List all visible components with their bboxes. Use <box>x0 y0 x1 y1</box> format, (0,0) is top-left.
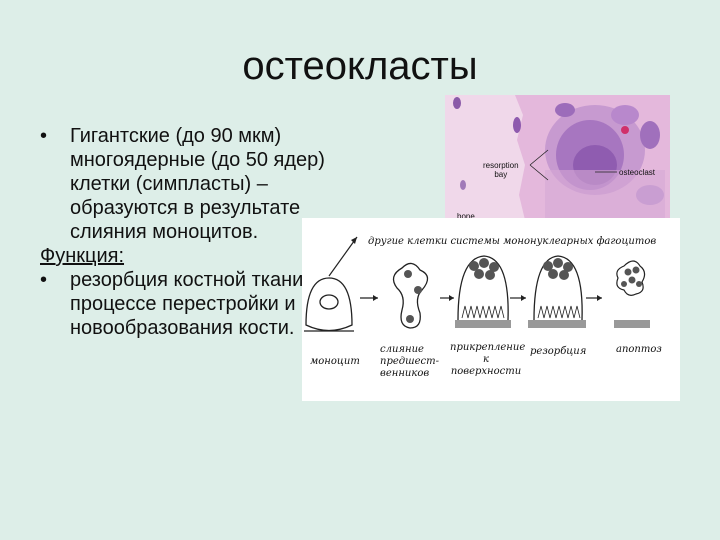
osteoclast-label: osteoclast <box>619 168 656 177</box>
slide-title: остеокласты <box>242 44 478 88</box>
bullet-function: • резорбция костной ткани в процессе пер… <box>40 268 370 340</box>
micrograph-image <box>445 95 670 220</box>
osteoclast-formation-diagram: другие клетки системы мононуклеарных фаг… <box>302 218 680 401</box>
attachment-label: прикрепление к поверхности <box>450 342 526 377</box>
bullet-function-text: резорбция костной ткани в процессе перес… <box>70 269 320 339</box>
resorption-bay-label: resorption bay <box>483 161 519 179</box>
bullet-marker: • <box>40 125 48 147</box>
apoptosis-label: апоптоз <box>616 344 662 355</box>
monocyte-label: моноцит <box>310 356 360 367</box>
bone-label: bone <box>457 212 475 220</box>
bullet-description-text: Гигантские (до 90 мкм) многоядерные (до … <box>70 125 325 243</box>
bullet-marker: • <box>40 269 48 291</box>
bullet-description: • Гигантские (до 90 мкм) многоядерные (д… <box>40 124 370 244</box>
other-cells-label: другие клетки системы мононуклеарных фаг… <box>368 236 657 247</box>
bullet-list: • Гигантские (до 90 мкм) многоядерные (д… <box>40 124 370 340</box>
formation-diagram-drawing <box>304 236 650 332</box>
fusion-label: слияние предшест- венников <box>380 344 439 379</box>
osteoclast-micrograph: resorption bay osteoclast bone <box>445 95 670 220</box>
resorption-label: резорбция <box>530 346 587 357</box>
function-heading: Функция: <box>40 245 125 267</box>
